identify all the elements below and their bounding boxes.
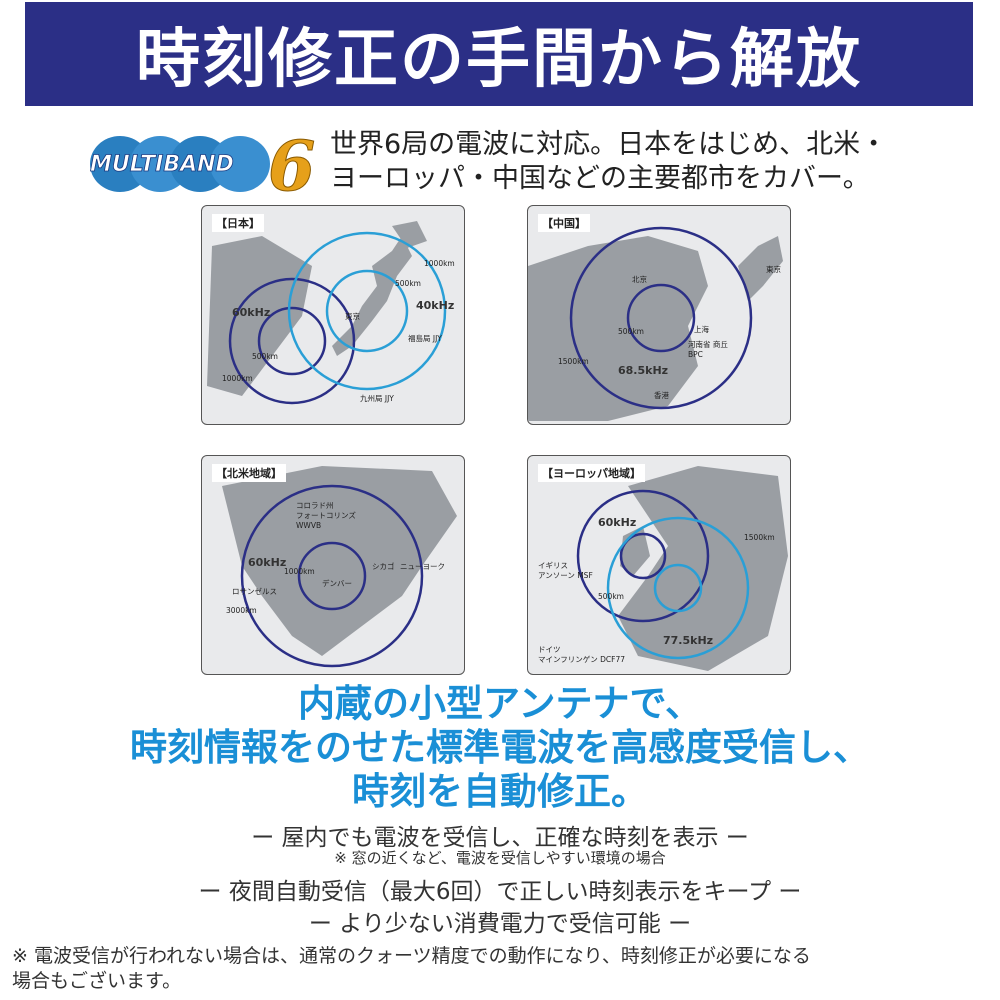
page-banner: 時刻修正の手間から解放 bbox=[25, 2, 973, 106]
footnote-line-2: 場合もございます。 bbox=[12, 970, 182, 992]
intro-line-1: 世界6局の電波に対応。日本をはじめ、北米・ bbox=[330, 129, 888, 160]
label-germany-1: ドイツ bbox=[538, 645, 561, 654]
map-title: 【ヨーロッパ地域】 bbox=[538, 464, 645, 482]
coverage-circle-3000km bbox=[240, 484, 424, 668]
label-los-angeles: ロサンゼルス bbox=[232, 586, 277, 596]
label-station-code: BPC bbox=[688, 350, 703, 359]
label-1500km: 1500km bbox=[744, 533, 775, 542]
footnote-line-1: ※ 電波受信が行われない場合は、通常のクォーツ精度での動作になり、時刻修正が必要… bbox=[12, 945, 811, 967]
coverage-circle-1000km bbox=[228, 277, 356, 405]
feature-low-power: ー より少ない消費電力で受信可能 ー bbox=[308, 911, 692, 937]
map-china: 【中国】 北京 東京 上海 500km 河南省 商丘 BPC 1500km 68… bbox=[527, 205, 791, 425]
feature-indoor: ー 屋内でも電波を受信し、正確な時刻を表示 ー bbox=[251, 825, 749, 851]
feature-night-reception: ー 夜間自動受信（最大6回）で正しい時刻表示をキープ ー bbox=[198, 879, 802, 905]
label-khz: 60kHz bbox=[248, 556, 286, 569]
label-hongkong: 香港 bbox=[654, 390, 669, 400]
coverage-circle-500km bbox=[653, 563, 703, 613]
label-500km: 500km bbox=[252, 352, 278, 361]
label-tokyo: 東京 bbox=[345, 311, 360, 321]
label-500km: 500km bbox=[395, 279, 421, 288]
map-north-america: 【北米地域】 コロラド州 フォートコリンズ WWVB 60kHz 1000km … bbox=[201, 455, 465, 675]
coverage-circle-500km bbox=[619, 532, 667, 580]
coverage-circle-1500km bbox=[576, 489, 710, 623]
land-shape bbox=[207, 236, 312, 396]
coverage-circle-500km bbox=[626, 283, 696, 353]
label-station-2: フォートコリンズ bbox=[296, 510, 356, 520]
land-shape bbox=[392, 221, 427, 248]
label-60khz: 60kHz bbox=[598, 516, 636, 529]
multiband-logo: MULTIBAND 6 bbox=[90, 127, 316, 201]
label-1000km: 1000km bbox=[222, 374, 253, 383]
intro-text: 世界6局の電波に対応。日本をはじめ、北米・ ヨーロッパ・中国などの主要都市をカバ… bbox=[330, 128, 990, 196]
china-map-graphic: 北京 東京 上海 500km 河南省 商丘 BPC 1500km 68.5kHz… bbox=[528, 226, 783, 421]
label-khz: 68.5kHz bbox=[618, 364, 668, 377]
label-40khz: 40kHz bbox=[416, 299, 454, 312]
label-tokyo: 東京 bbox=[766, 264, 781, 274]
label-500km: 500km bbox=[618, 327, 644, 336]
label-uk-2: アンソーン MSF bbox=[538, 571, 593, 580]
label-shanghai: 上海 bbox=[694, 324, 709, 334]
label-77khz: 77.5kHz bbox=[663, 634, 713, 647]
coverage-circle-1500km bbox=[606, 516, 750, 660]
map-europe: 【ヨーロッパ地域】 60kHz 1500km イギリス アンソーン MSF 50… bbox=[527, 455, 791, 675]
label-germany-2: マインフリンゲン DCF77 bbox=[538, 655, 625, 664]
label-uk-1: イギリス bbox=[538, 561, 568, 570]
logo-text: MULTIBAND bbox=[90, 152, 234, 177]
coverage-circle-1500km bbox=[569, 226, 753, 410]
land-shape bbox=[528, 236, 708, 421]
label-station-1: コロラド州 bbox=[296, 501, 334, 510]
label-1000km: 1000km bbox=[424, 259, 455, 268]
label-beijing: 北京 bbox=[632, 274, 647, 284]
coverage-circle-1000km bbox=[287, 231, 447, 391]
label-500km: 500km bbox=[598, 592, 624, 601]
label-1500km: 1500km bbox=[558, 357, 589, 366]
north-america-map-graphic: コロラド州 フォートコリンズ WWVB 60kHz 1000km シカゴ ニュー… bbox=[222, 466, 457, 668]
headline-line-2: 時刻情報をのせた標準電波を高感度受信し、 bbox=[130, 726, 870, 769]
globe-icon bbox=[210, 136, 270, 192]
label-new-york: ニューヨーク bbox=[400, 562, 445, 571]
coverage-circle-500km bbox=[325, 269, 409, 353]
label-chicago: シカゴ bbox=[372, 561, 395, 571]
japan-map-graphic: 1000km 500km 40kHz 東京 福島局 JJY 60kHz 500k… bbox=[207, 221, 455, 405]
map-title: 【北米地域】 bbox=[212, 464, 286, 482]
intro-line-2: ヨーロッパ・中国などの主要都市をカバー。 bbox=[330, 163, 870, 194]
map-title: 【中国】 bbox=[538, 214, 590, 232]
label-3000km: 3000km bbox=[226, 606, 257, 615]
headline-line-1: 内蔵の小型アンテナで、 bbox=[297, 682, 703, 725]
banner-title: 時刻修正の手間から解放 bbox=[136, 23, 862, 97]
label-fukushima: 福島局 JJY bbox=[408, 333, 442, 343]
coverage-circle-500km bbox=[257, 306, 327, 376]
label-denver: デンバー bbox=[322, 578, 352, 588]
coverage-circle-1000km bbox=[297, 541, 367, 611]
logo-number: 6 bbox=[268, 127, 315, 200]
footnote: ※ 電波受信が行われない場合は、通常のクォーツ精度での動作になり、時刻修正が必要… bbox=[12, 944, 992, 994]
feature-indoor-note: ※ 窓の近くなど、電波を受信しやすい環境の場合 bbox=[334, 849, 666, 867]
map-title: 【日本】 bbox=[212, 214, 264, 232]
label-kyushu: 九州局 JJY bbox=[360, 394, 394, 403]
map-japan: 【日本】 1000km 500km 40kHz 東京 福島局 JJY 60kHz… bbox=[201, 205, 465, 425]
headline-line-3: 時刻を自動修正。 bbox=[352, 770, 648, 813]
label-station: 河南省 商丘 bbox=[688, 339, 728, 349]
land-shape bbox=[332, 236, 412, 356]
label-station-3: WWVB bbox=[296, 521, 321, 530]
label-60khz: 60kHz bbox=[232, 306, 270, 319]
label-1000km: 1000km bbox=[284, 567, 315, 576]
land-shape bbox=[738, 236, 783, 301]
europe-map-graphic: 60kHz 1500km イギリス アンソーン MSF 500km 77.5kH… bbox=[538, 466, 788, 671]
